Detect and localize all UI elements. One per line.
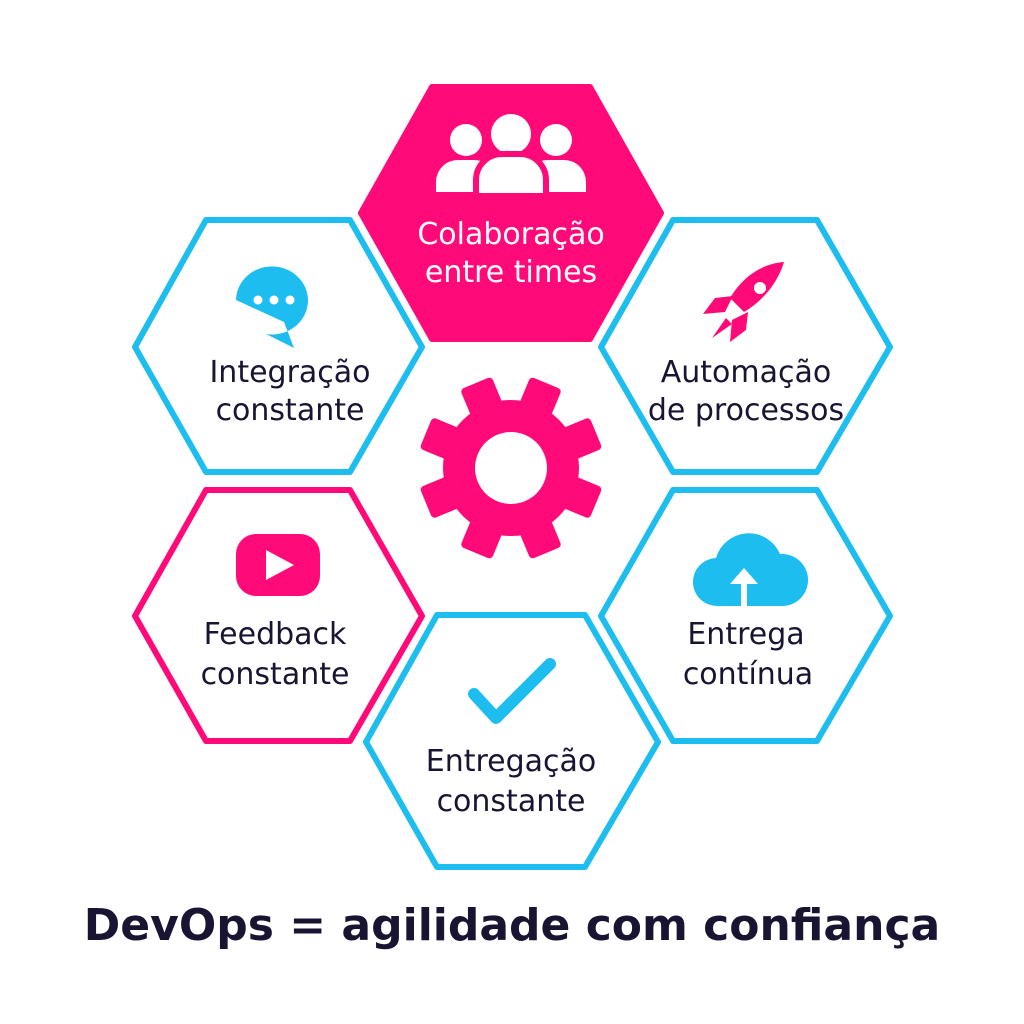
checkmark-icon [468,658,556,724]
hex-integration-shape [132,217,425,475]
hex-automation-label-line2: de processos [648,393,844,428]
hex-validation-label-line2: constante [437,784,586,819]
hex-automation: Automação de processos [598,217,893,475]
chat-bubble-icon [236,266,308,348]
rocket-icon [703,262,784,342]
team-icon [436,114,586,199]
hex-validation-label-line1: Entregação [426,744,597,779]
hex-collaboration-label-line1: Colaboração [417,217,604,252]
hex-feedback-label-line2: constante [201,657,350,692]
hex-delivery-label-line1: Entrega [687,617,804,652]
hex-integration-label-line1: Integração [209,355,370,390]
hex-automation-shape [598,217,893,475]
hex-delivery: Entrega contínua [598,487,893,744]
footer-tagline: DevOps = agilidade com confiança [84,900,940,951]
play-button-icon [236,534,320,596]
hex-delivery-label-line2: contínua [683,657,813,692]
hex-feedback: Feedback constante [132,487,425,744]
hex-collaboration-shape [358,84,664,342]
hex-validation: Entregação constante [363,612,661,870]
hex-feedback-label-line1: Feedback [204,617,347,652]
hex-collaboration: Colaboração entre times [358,84,664,342]
gear-icon [420,377,602,559]
hex-delivery-shape [598,487,893,744]
cloud-upload-icon [692,533,809,608]
hex-integration: Integração constante [132,217,425,475]
hex-collaboration-label-line2: entre times [425,255,597,290]
hex-feedback-shape [132,487,425,744]
hex-integration-label-line2: constante [216,393,365,428]
hex-validation-shape [363,612,661,870]
hex-automation-label-line1: Automação [661,355,832,390]
